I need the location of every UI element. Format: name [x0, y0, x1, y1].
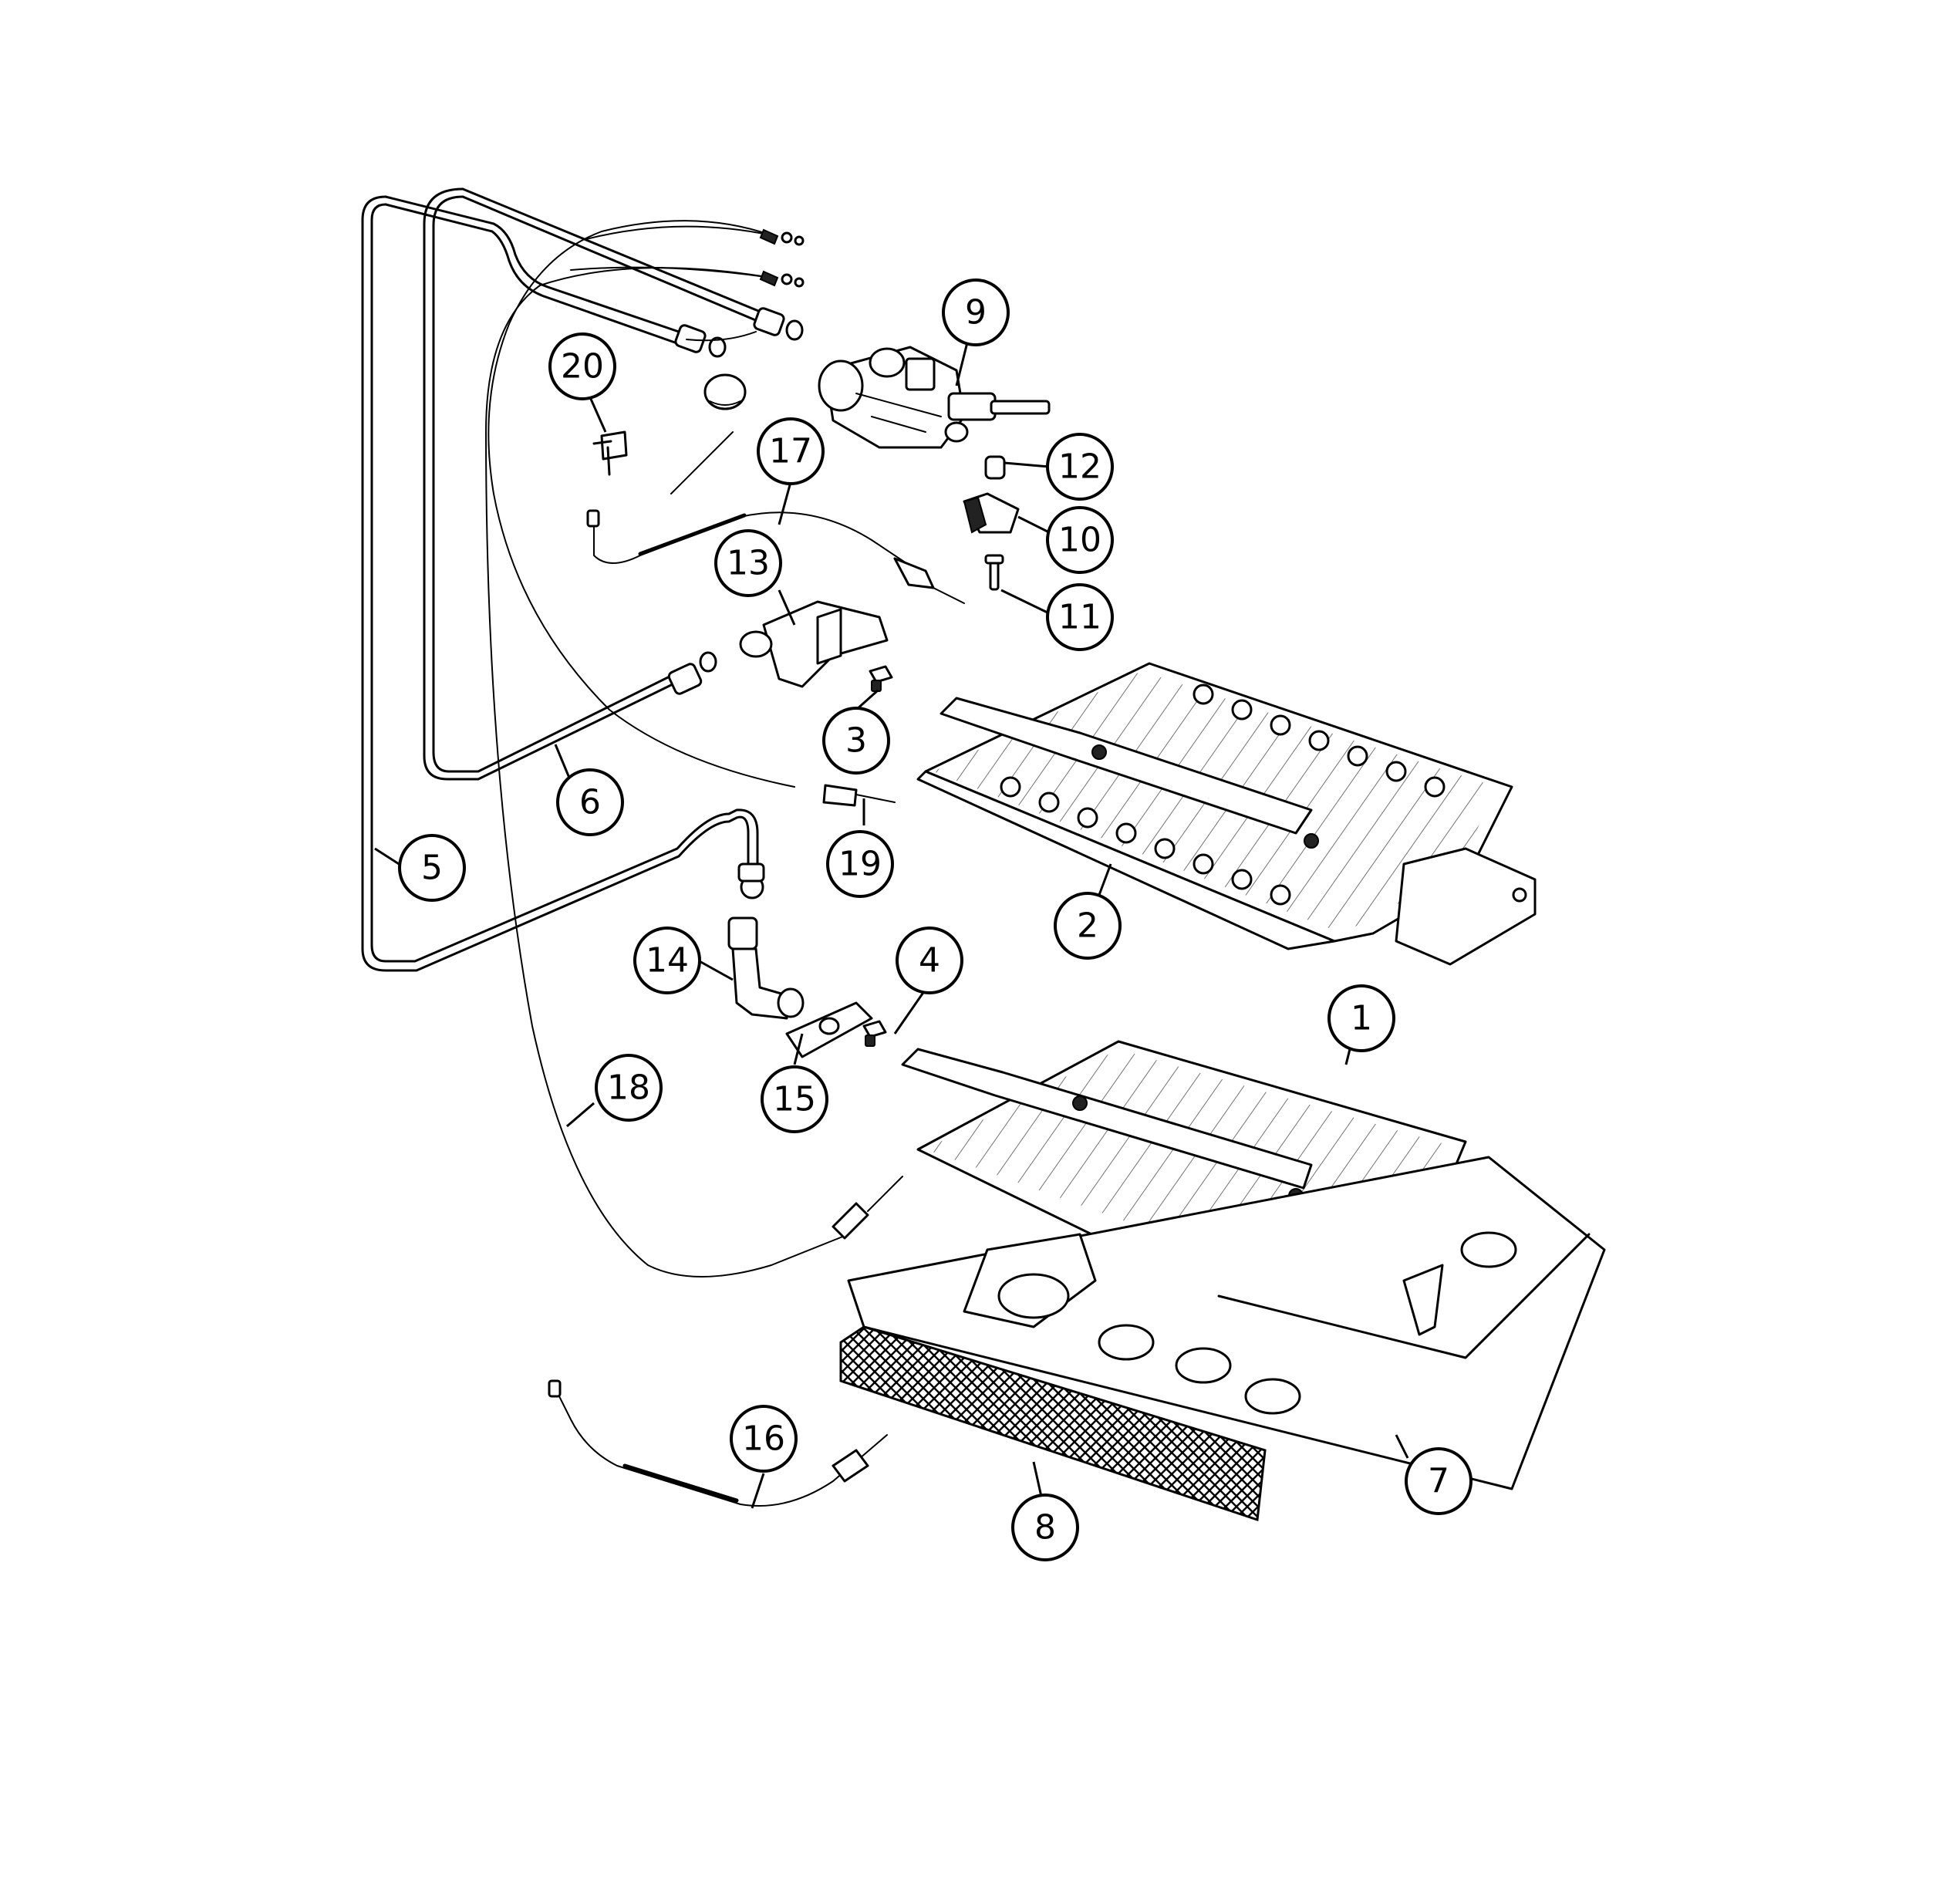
elbow-fitting-14	[727, 862, 805, 1020]
svg-text:19: 19	[838, 845, 882, 884]
svg-text:20: 20	[561, 347, 604, 386]
gas-valve-9	[670, 346, 1051, 494]
callout-9: 9	[942, 278, 1010, 346]
callout-1: 1	[1327, 984, 1395, 1052]
pilot-burner-13	[739, 600, 889, 688]
svg-text:8: 8	[1034, 1508, 1056, 1548]
svg-text:14: 14	[646, 941, 689, 981]
callout-13: 13	[714, 529, 782, 597]
svg-text:11: 11	[1058, 598, 1101, 637]
svg-text:17: 17	[769, 432, 812, 471]
svg-text:3: 3	[845, 721, 867, 761]
callout-15: 15	[761, 1065, 828, 1133]
screw-3	[869, 665, 893, 692]
clip-20	[592, 430, 628, 476]
svg-text:12: 12	[1058, 447, 1101, 487]
gasket-15	[785, 1001, 873, 1058]
electrode-lead-16	[548, 1379, 888, 1507]
callout-8: 8	[1011, 1494, 1079, 1561]
capillary-tubes	[485, 220, 849, 1278]
capillary-connectors	[759, 228, 805, 288]
thermocouple-18	[832, 1176, 903, 1240]
base-pan-7	[847, 1156, 1606, 1490]
svg-text:1: 1	[1351, 999, 1372, 1038]
burner-tray-2	[916, 662, 1537, 966]
callout-12: 12	[1046, 433, 1114, 501]
gas-tube-6	[423, 187, 773, 781]
callout-10: 10	[1046, 506, 1114, 574]
svg-text:7: 7	[1428, 1462, 1449, 1501]
svg-text:18: 18	[607, 1068, 650, 1108]
callout-14: 14	[633, 926, 701, 994]
filter-strip-8	[839, 1325, 1267, 1522]
callout-4: 4	[896, 926, 963, 994]
bracket-10	[963, 492, 1020, 534]
gas-tube-5	[361, 195, 759, 972]
svg-text:4: 4	[919, 941, 940, 981]
callout-18: 18	[595, 1054, 663, 1122]
callout-7: 7	[1405, 1447, 1473, 1515]
burner-2-ports	[1000, 683, 1446, 906]
callout-2: 2	[1054, 892, 1122, 960]
callout-6: 6	[556, 768, 624, 836]
screw-11	[984, 554, 1004, 591]
callout-20: 20	[548, 332, 616, 400]
svg-text:2: 2	[1077, 906, 1098, 946]
callout-19: 19	[826, 830, 894, 898]
electrode-lead-17	[586, 509, 965, 604]
svg-text:6: 6	[579, 783, 601, 822]
nut-12	[984, 455, 1006, 480]
callout-17: 17	[757, 417, 825, 485]
screw-4	[862, 1020, 887, 1047]
callout-11: 11	[1046, 583, 1114, 651]
svg-text:9: 9	[965, 293, 987, 332]
svg-text:10: 10	[1058, 521, 1101, 560]
callout-16: 16	[730, 1405, 798, 1473]
svg-text:5: 5	[421, 849, 443, 888]
callout-5: 5	[398, 834, 466, 902]
svg-text:13: 13	[727, 544, 770, 583]
svg-text:15: 15	[773, 1080, 816, 1119]
thermocouple-19	[822, 784, 896, 807]
svg-text:16: 16	[742, 1419, 785, 1459]
tube-fittings	[667, 307, 804, 695]
callout-3: 3	[822, 707, 890, 775]
